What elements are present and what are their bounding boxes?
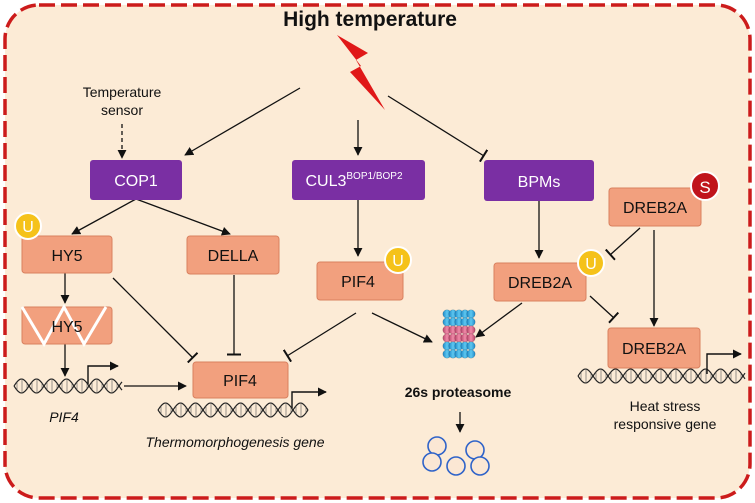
edge-hy5-pif4target	[112, 277, 199, 364]
pif4-target-label: PIF4	[223, 373, 257, 390]
background-panel	[3, 3, 752, 500]
edge-dreb2as-dreb2au	[604, 227, 641, 261]
edge-dreb2au-proteasome	[475, 302, 523, 338]
edge-dreb2au-target	[589, 295, 620, 324]
hy5-degraded-node: HY5	[20, 303, 113, 348]
pif4-gene-label: PIF4	[49, 409, 79, 425]
heat-gene-label-2: responsive gene	[614, 416, 717, 432]
proteasome-subunit	[466, 309, 476, 319]
dreb2a-ub-label: DREB2A	[508, 275, 572, 292]
proteasome-icon	[442, 309, 476, 359]
pif4-target-node: PIF4	[192, 361, 289, 399]
peptide-3	[422, 452, 442, 472]
ubiquitin-badge-dreb2a: U	[577, 249, 605, 277]
tss-arrow-pif4	[87, 361, 119, 384]
hy5-node: HY5	[21, 235, 113, 274]
thermo-gene-label: Thermomorphogenesis gene	[146, 434, 325, 450]
proteasome-subunit	[466, 325, 476, 335]
peptide-4	[446, 456, 466, 476]
dna-strand-2	[157, 402, 309, 418]
dna-pif4-gene	[13, 378, 123, 394]
svg-text:S: S	[699, 178, 710, 197]
edges	[60, 87, 659, 433]
dna-strand-1	[577, 368, 746, 384]
temperature-sensor-label-2: sensor	[101, 102, 143, 118]
edge-heat-bpms	[387, 95, 489, 163]
heat-gene-label-1: Heat stress	[630, 398, 701, 414]
dna-heat-gene	[577, 368, 746, 384]
cul3-node: CUL3BOP1/BOP2	[292, 160, 425, 200]
dreb2a-target-node: DREB2A	[607, 327, 701, 369]
edge-pif4-proteasome	[371, 312, 433, 343]
edge-pif4-pif4target	[282, 312, 357, 363]
tss-arrow-thermo	[291, 387, 327, 408]
bpms-node: BPMs	[484, 160, 594, 201]
dreb2a-sumo-node: DREB2A	[608, 187, 702, 227]
pif4-center-label: PIF4	[341, 274, 375, 291]
proteasome-subunit	[466, 349, 476, 359]
temperature-sensor-label: Temperature	[83, 84, 162, 100]
peptide-fragments	[422, 436, 490, 476]
dreb2a-ub-node: DREB2A	[493, 262, 587, 302]
proteasome-subunit	[466, 341, 476, 351]
tss-arrow-heat	[706, 349, 742, 374]
proteasome-label: 26s proteasome	[405, 384, 512, 400]
cul3-label: CUL3	[305, 173, 346, 190]
della-label: DELLA	[208, 248, 259, 265]
edge-cop1-della	[135, 198, 231, 236]
degradation-zigzag	[20, 303, 108, 348]
peptide-5	[470, 456, 490, 476]
pif4-center-node: PIF4	[316, 261, 404, 301]
ubiquitin-badge-pif4: U	[384, 246, 412, 274]
diagram-title: High temperature	[283, 8, 457, 31]
cul3-superscript: BOP1/BOP2	[346, 171, 403, 182]
hy5-label: HY5	[51, 248, 82, 265]
dreb2a-sumo-label: DREB2A	[623, 200, 687, 217]
dna-thermo-gene	[157, 402, 309, 418]
lightning-bolt-icon	[337, 35, 385, 110]
cop1-label: COP1	[114, 173, 158, 190]
edge-heat-cop1	[184, 87, 301, 156]
proteasome-subunit	[466, 317, 476, 327]
hy5-degraded-label: HY5	[51, 319, 82, 336]
svg-text:CUL3BOP1/BOP2: CUL3BOP1/BOP2	[305, 171, 402, 190]
svg-text:U: U	[392, 253, 404, 270]
svg-text:U: U	[585, 256, 597, 273]
dna-strand-2	[577, 368, 746, 384]
cop1-node: COP1	[90, 160, 182, 200]
della-node: DELLA	[186, 235, 280, 275]
proteasome-subunit	[466, 333, 476, 343]
edge-cop1-hy5	[71, 198, 137, 235]
bpms-label: BPMs	[518, 174, 561, 191]
svg-text:U: U	[22, 219, 34, 236]
sumo-badge-dreb2a: S	[690, 171, 720, 201]
ubiquitin-badge-hy5: U	[14, 212, 42, 240]
dreb2a-target-label: DREB2A	[622, 341, 686, 358]
